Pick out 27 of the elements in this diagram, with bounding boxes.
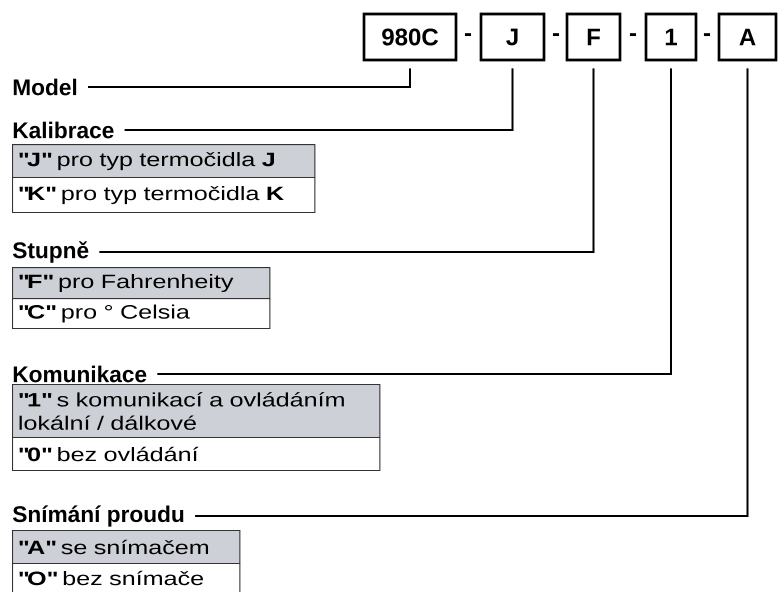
separator-dash: -: [464, 33, 472, 36]
separator-dash: -: [630, 33, 636, 36]
leader-line: [195, 68, 748, 517]
option-row: "K" pro typ termočidla K: [12, 177, 316, 214]
code-box: 1: [644, 12, 698, 62]
leader-line: [124, 68, 514, 131]
section-heading: Stupně: [12, 241, 88, 263]
option-row: "0" bez ovládání: [12, 437, 380, 472]
separator-dash: -: [704, 33, 710, 36]
leader-line: [88, 68, 411, 88]
section-heading: Komunikace: [14, 366, 146, 382]
leader-line: [99, 68, 594, 253]
option-row: "C" pro ° Celsia: [12, 298, 270, 330]
section-heading: Kalibrace: [14, 122, 114, 138]
separator-dash: -: [552, 33, 560, 36]
section-heading: Snímání proudu: [12, 505, 184, 527]
option-row: "O" bez snímače: [12, 563, 240, 592]
code-box: 980C: [362, 12, 458, 62]
section-heading: Model: [14, 78, 76, 96]
option-row: "F" pro Fahrenheity: [12, 267, 270, 300]
option-row: "J" pro typ termočidla J: [12, 144, 316, 178]
option-row: "A" se snímačem: [12, 530, 240, 564]
code-box: A: [718, 12, 778, 62]
leader-line: [157, 68, 672, 375]
option-row: "1" s komunikací a ovládáním lokální / dálkové: [12, 384, 380, 438]
code-box: J: [480, 12, 546, 62]
code-box: F: [566, 12, 622, 62]
